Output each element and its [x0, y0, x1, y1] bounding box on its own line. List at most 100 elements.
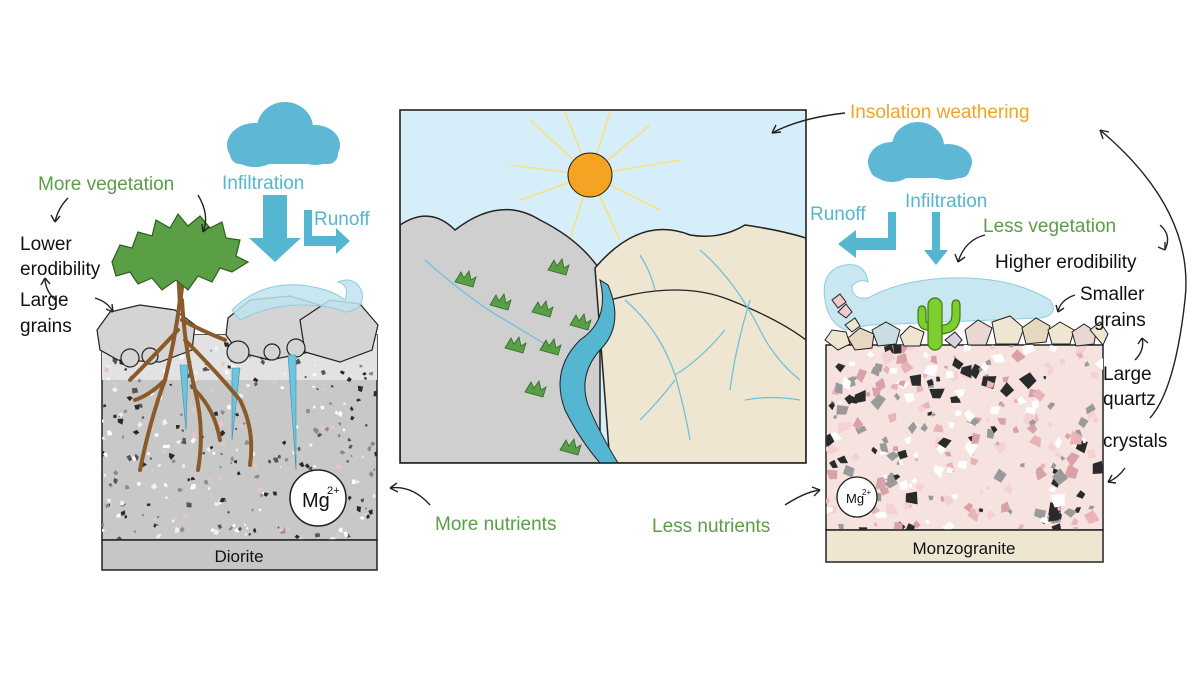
mineral-grain [324, 427, 330, 432]
cactus-icon [917, 297, 961, 351]
mineral-grain [882, 365, 891, 374]
mineral-grain [328, 401, 333, 406]
mineral-grain [1039, 517, 1048, 525]
mineral-grain [155, 533, 162, 539]
mineral-grain [1060, 455, 1066, 461]
mineral-grain [235, 448, 238, 452]
mineral-grain [246, 527, 249, 530]
mineral-grain [886, 451, 901, 462]
mineral-grain [179, 526, 185, 533]
mineral-grain [871, 446, 878, 455]
mineral-grain [903, 392, 915, 404]
mineral-grain [170, 391, 173, 394]
mineral-grain [113, 477, 119, 485]
mineral-grain [363, 512, 368, 517]
mineral-grain [874, 522, 878, 527]
infiltration-right-label: Infiltration [905, 191, 987, 212]
mineral-grain [893, 345, 902, 354]
infiltration-streaks [179, 354, 297, 471]
mineral-grain [1043, 361, 1052, 369]
mineral-grain [870, 394, 886, 411]
mineral-grain [904, 436, 911, 444]
mineral-grain [209, 445, 214, 450]
mineral-grain [112, 381, 117, 386]
mineral-grain [359, 364, 363, 368]
mineral-grain [913, 520, 921, 529]
mineral-grain [838, 364, 843, 369]
mineral-grain [853, 416, 864, 430]
mineral-grain [373, 468, 376, 472]
mineral-grain [914, 458, 919, 462]
mineral-grain [167, 498, 171, 502]
mineral-grain [102, 452, 108, 458]
mineral-grain [131, 387, 139, 394]
large-quartz-label-3: crystals [1103, 431, 1167, 452]
mineral-grain [117, 418, 124, 425]
mineral-grain [940, 495, 948, 503]
mineral-grain [844, 394, 855, 405]
mineral-grain [1011, 349, 1026, 363]
mineral-grain [320, 405, 325, 410]
mineral-grain [346, 376, 352, 382]
diorite-label: Diorite [214, 547, 263, 566]
mineral-grain [190, 406, 197, 413]
mineral-grain [881, 436, 889, 444]
mineral-grain [826, 433, 835, 447]
mineral-grain [298, 536, 304, 540]
mineral-grain [899, 479, 908, 490]
mineral-grain [343, 531, 349, 538]
mineral-grain [348, 444, 353, 449]
mineral-grain [208, 388, 215, 393]
mineral-grain [175, 425, 180, 429]
mineral-grain [347, 495, 352, 501]
mineral-grain [913, 451, 918, 458]
mineral-grain [932, 424, 944, 433]
mineral-grain [208, 477, 212, 481]
mineral-grain [243, 523, 247, 527]
mineral-grain [219, 497, 226, 503]
mineral-grain [194, 370, 199, 375]
mineral-grain [251, 508, 254, 512]
mineral-grain [179, 413, 183, 417]
mineral-grain [1063, 508, 1077, 518]
mineral-grain [279, 466, 282, 469]
mineral-grain [118, 412, 124, 418]
tree-icon [111, 212, 250, 305]
mineral-grain [343, 448, 347, 452]
mineral-grain [866, 391, 871, 397]
mineral-grain [244, 439, 250, 445]
mineral-grain [897, 449, 908, 460]
mineral-grain [165, 444, 171, 449]
mineral-grain [222, 498, 228, 503]
mineral-grain [948, 370, 953, 375]
mineral-grain [908, 483, 913, 488]
mineral-grain [162, 444, 168, 449]
mineral-grain [272, 491, 277, 496]
mineral-grain [277, 454, 281, 459]
mineral-grain [362, 372, 367, 376]
mineral-grain [295, 358, 302, 365]
mineral-grain [108, 515, 112, 518]
mineral-grain [1029, 435, 1042, 448]
mineral-grain [321, 388, 325, 391]
mineral-grain [971, 432, 981, 444]
mineral-grain [1035, 466, 1044, 475]
mineral-grain [1092, 460, 1103, 474]
mineral-grain [136, 481, 142, 487]
mineral-grain [312, 404, 316, 409]
mineral-grain [342, 402, 347, 405]
mineral-grain [922, 351, 929, 359]
mineral-grain [313, 464, 317, 468]
mineral-grain [907, 421, 917, 435]
mineral-grain [214, 346, 218, 352]
mineral-grain [224, 370, 229, 375]
mineral-grain [990, 406, 1000, 415]
large-grains-label-2: grains [20, 316, 72, 337]
mineral-grain [102, 528, 105, 533]
mineral-grain [120, 510, 126, 516]
mineral-grain [1072, 526, 1078, 530]
mineral-grain [866, 350, 874, 358]
mineral-grain [320, 369, 326, 376]
mineral-grain [1048, 511, 1059, 522]
mineral-grain [339, 450, 346, 455]
